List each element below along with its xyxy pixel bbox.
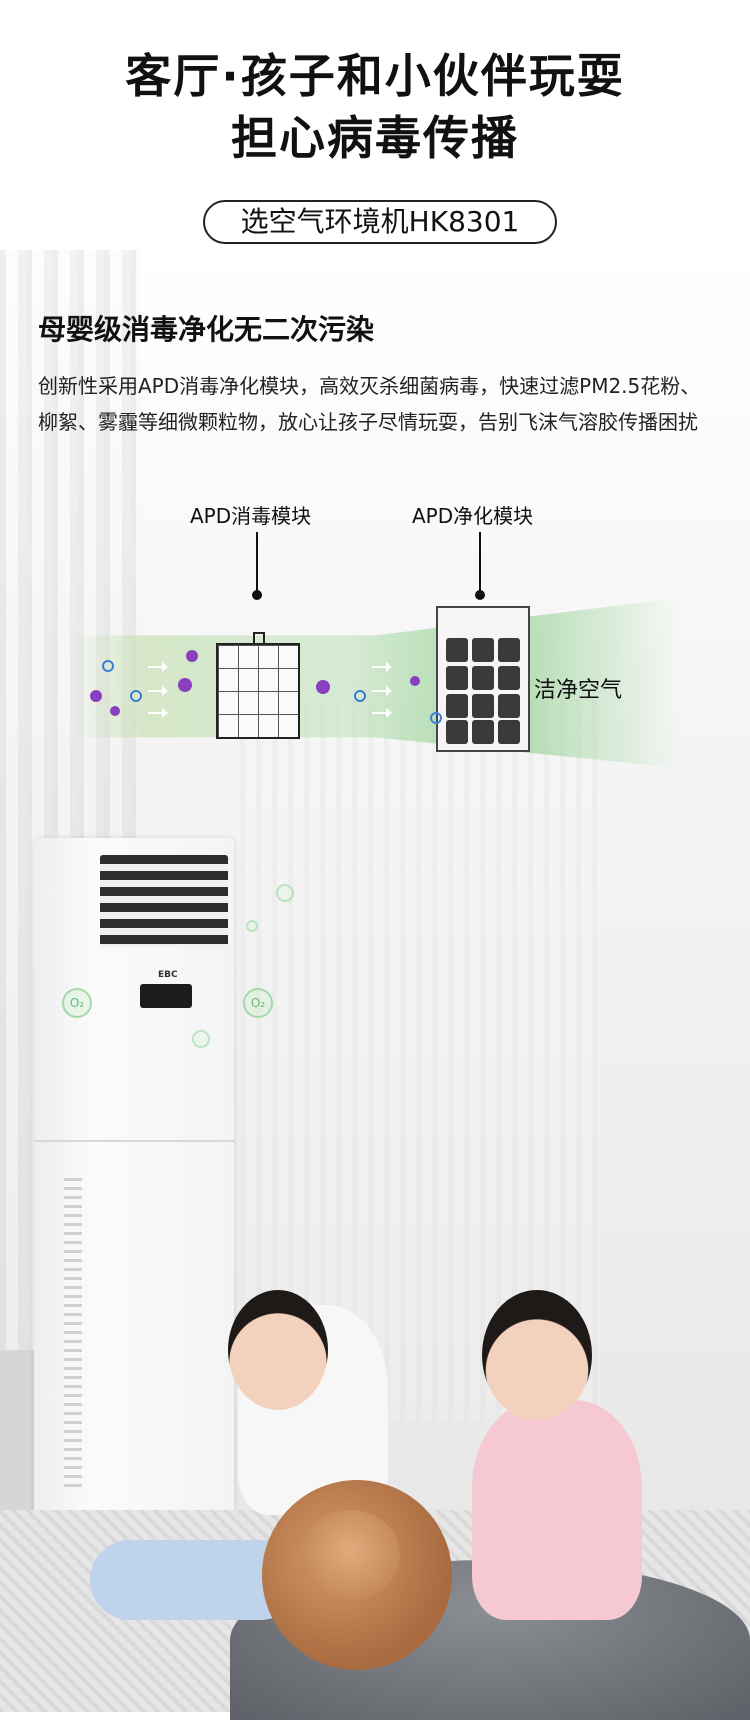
disinfection-module-handle [253, 632, 265, 645]
air-bubble [192, 1030, 210, 1048]
module2-pointer [479, 532, 481, 592]
particle-icon [102, 660, 114, 672]
girl-left-head [228, 1290, 328, 1410]
poodle-face [300, 1510, 400, 1600]
air-conditioner-seam [34, 1140, 234, 1142]
particle-icon [430, 712, 442, 724]
module2-pointer-dot [475, 590, 485, 600]
germ-icon [186, 650, 198, 662]
tagline-pill: 选空气环境机HK8301 [203, 200, 557, 244]
flow-arrow-icon [148, 662, 168, 672]
module1-label: APD消毒模块 [190, 504, 312, 528]
flow-arrow-icon [148, 686, 168, 696]
air-outlet-grille [100, 855, 228, 947]
brand-logo: EBC [158, 970, 178, 980]
module2-label: APD净化模块 [412, 504, 534, 528]
oxygen-bubble-icon: O₂ [62, 988, 92, 1018]
side-vent [64, 1178, 82, 1488]
module1-pointer [256, 532, 258, 592]
girl-right-head [482, 1290, 592, 1420]
purification-module-icon [436, 606, 530, 752]
flow-arrow-icon [372, 686, 392, 696]
air-bubble [246, 920, 258, 932]
headline-line1: 客厅·孩子和小伙伴玩耍 [125, 49, 625, 103]
germ-icon [316, 680, 330, 694]
germ-icon [110, 706, 120, 716]
oxygen-bubble-icon: O₂ [243, 988, 273, 1018]
flow-arrow-icon [372, 662, 392, 672]
section-description: 创新性采用APD消毒净化模块，高效灭杀细菌病毒，快速过滤PM2.5花粉、柳絮、雾… [38, 374, 701, 434]
particle-icon [354, 690, 366, 702]
girl-right-body [472, 1400, 642, 1620]
germ-icon [178, 678, 192, 692]
clean-air-label: 洁净空气 [534, 678, 623, 703]
air-bubble [276, 884, 294, 902]
flow-arrow-icon [372, 708, 392, 718]
flow-arrow-icon [148, 708, 168, 718]
section-title: 母婴级消毒净化无二次污染 [38, 313, 375, 346]
module1-pointer-dot [252, 590, 262, 600]
disinfection-module-icon [216, 643, 300, 739]
germ-icon [90, 690, 102, 702]
control-display [140, 984, 192, 1008]
particle-icon [130, 690, 142, 702]
germ-icon [410, 676, 420, 686]
headline-line2: 担心病毒传播 [231, 111, 519, 165]
